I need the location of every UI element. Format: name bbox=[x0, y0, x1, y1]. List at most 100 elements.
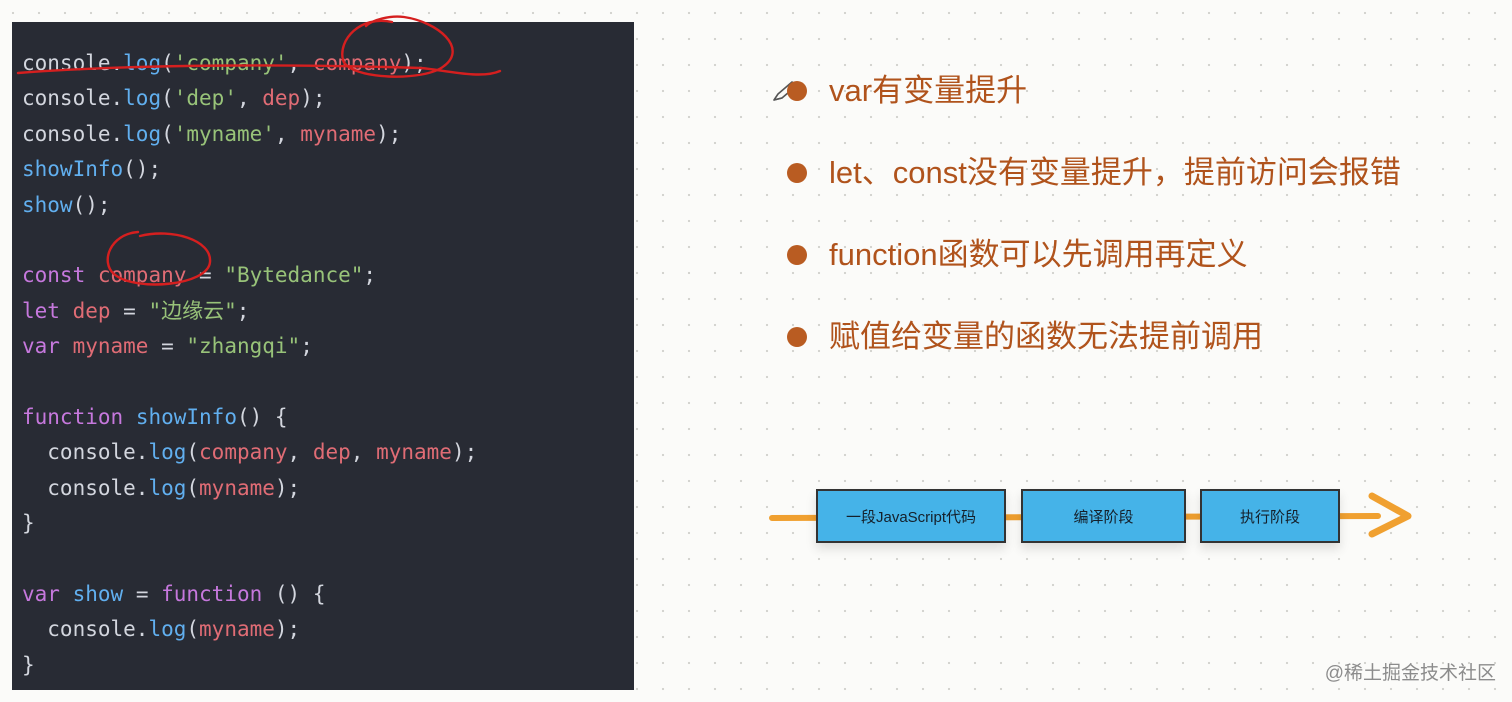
code-line: console.log(myname); bbox=[22, 471, 634, 506]
code-token: let bbox=[22, 298, 60, 323]
code-token: console. bbox=[22, 617, 149, 642]
code-line: } bbox=[22, 648, 634, 683]
code-token: = bbox=[123, 581, 162, 606]
code-token: 'myname' bbox=[173, 121, 275, 146]
code-token: ( bbox=[186, 475, 200, 500]
code-token: ; bbox=[300, 334, 313, 359]
flow-step-compile: 编译阶段 bbox=[1021, 489, 1186, 543]
flow-step-source-code: 一段JavaScript代码 bbox=[816, 489, 1006, 543]
flow-step-execute: 执行阶段 bbox=[1200, 489, 1340, 543]
code-token: dep bbox=[312, 440, 351, 465]
execution-flow-diagram: 一段JavaScript代码 编译阶段 执行阶段 bbox=[768, 484, 1428, 564]
code-line bbox=[22, 541, 634, 576]
code-token: log bbox=[148, 475, 187, 500]
code-token: "zhangqi" bbox=[186, 334, 301, 359]
code-token: ( bbox=[186, 440, 200, 465]
code-token: , bbox=[274, 121, 301, 146]
code-token: ( bbox=[161, 51, 174, 75]
code-line: const company = "Bytedance"; bbox=[22, 258, 634, 293]
code-token: ); bbox=[274, 617, 301, 642]
code-token: myname bbox=[72, 334, 149, 359]
code-token: } bbox=[22, 652, 35, 677]
bullet-dot bbox=[787, 245, 807, 265]
code-token: showInfo bbox=[135, 404, 237, 429]
code-line: show(); bbox=[22, 188, 634, 223]
code-token: ); bbox=[274, 475, 301, 500]
bullet-dot bbox=[787, 81, 807, 101]
code-token: console. bbox=[22, 475, 149, 500]
code-token: console. bbox=[22, 51, 124, 75]
code-line bbox=[22, 223, 634, 258]
code-token: myname bbox=[376, 440, 452, 465]
code-line: function showInfo() { bbox=[22, 400, 634, 435]
code-line bbox=[22, 365, 634, 400]
code-line: console.log('dep', dep); bbox=[22, 81, 634, 116]
code-line: console.log(company, dep, myname); bbox=[22, 435, 634, 470]
code-token: , bbox=[350, 440, 377, 465]
code-token: ); bbox=[401, 51, 427, 75]
bullet-dot bbox=[787, 327, 807, 347]
code-token: (); bbox=[123, 157, 162, 182]
code-token: ; bbox=[363, 263, 377, 288]
code-token: company bbox=[97, 263, 187, 288]
code-token: 'dep' bbox=[173, 86, 237, 111]
code-token: "边缘云" bbox=[148, 298, 237, 323]
code-token: show bbox=[22, 192, 73, 217]
code-line: console.log('myname', myname); bbox=[22, 117, 634, 152]
code-token: } bbox=[22, 511, 35, 536]
code-token: console. bbox=[22, 86, 124, 111]
code-line: let dep = "边缘云"; bbox=[22, 294, 634, 329]
code-token bbox=[60, 582, 73, 606]
code-token: var bbox=[22, 581, 60, 606]
code-token: var bbox=[22, 334, 60, 359]
code-token: log bbox=[123, 121, 162, 146]
bullet-text: 赋值给变量的函数无法提前调用 bbox=[829, 319, 1263, 354]
code-token: , bbox=[236, 86, 263, 111]
code-token: () { bbox=[236, 404, 288, 429]
code-token: = bbox=[148, 334, 187, 359]
code-token: ( bbox=[161, 121, 174, 146]
code-token: dep bbox=[262, 86, 301, 111]
watermark: @稀土掘金技术社区 bbox=[1324, 663, 1496, 684]
code-token: console. bbox=[22, 121, 124, 146]
code-token: ); bbox=[376, 121, 402, 146]
code-token bbox=[60, 299, 73, 323]
code-token: company bbox=[312, 51, 402, 75]
code-token: function bbox=[161, 581, 263, 606]
code-token: , bbox=[287, 51, 313, 75]
code-token: ( bbox=[186, 617, 200, 642]
code-token: myname bbox=[300, 121, 377, 146]
code-token bbox=[60, 334, 73, 358]
code-token: () { bbox=[262, 581, 326, 606]
code-token: log bbox=[148, 617, 187, 642]
code-token: (); bbox=[72, 192, 111, 217]
code-token: log bbox=[148, 440, 187, 465]
code-token: myname bbox=[199, 475, 275, 500]
code-token: 'company' bbox=[173, 51, 288, 75]
code-line: } bbox=[22, 506, 634, 541]
code-line: console.log('company', company); bbox=[22, 46, 634, 81]
code-token: function bbox=[22, 404, 124, 429]
bullet-text: function函数可以先调用再定义 bbox=[829, 237, 1248, 272]
bullet-text: let、const没有变量提升，提前访问会报错 bbox=[829, 155, 1401, 190]
code-token: "Bytedance" bbox=[224, 263, 364, 288]
code-token: ; bbox=[236, 298, 250, 323]
code-token: log bbox=[123, 86, 162, 111]
code-line: var myname = "zhangqi"; bbox=[22, 329, 634, 364]
code-token: showInfo bbox=[22, 157, 124, 182]
code-token: , bbox=[287, 440, 313, 465]
code-token bbox=[85, 263, 98, 287]
code-token: const bbox=[22, 263, 86, 288]
code-token: myname bbox=[199, 617, 275, 642]
bullet-text: var有变量提升 bbox=[829, 73, 1028, 108]
code-line: showInfo(); bbox=[22, 152, 634, 187]
code-token: console. bbox=[22, 440, 149, 465]
code-token: dep bbox=[72, 298, 111, 323]
code-token: = bbox=[186, 263, 225, 288]
code-token: ); bbox=[300, 86, 326, 111]
code-editor-panel: console.log('company', company);console.… bbox=[12, 22, 634, 690]
code-line: var show = function () { bbox=[22, 577, 634, 612]
code-token: ); bbox=[451, 440, 478, 465]
code-token: log bbox=[123, 51, 162, 75]
code-token: = bbox=[110, 298, 149, 323]
